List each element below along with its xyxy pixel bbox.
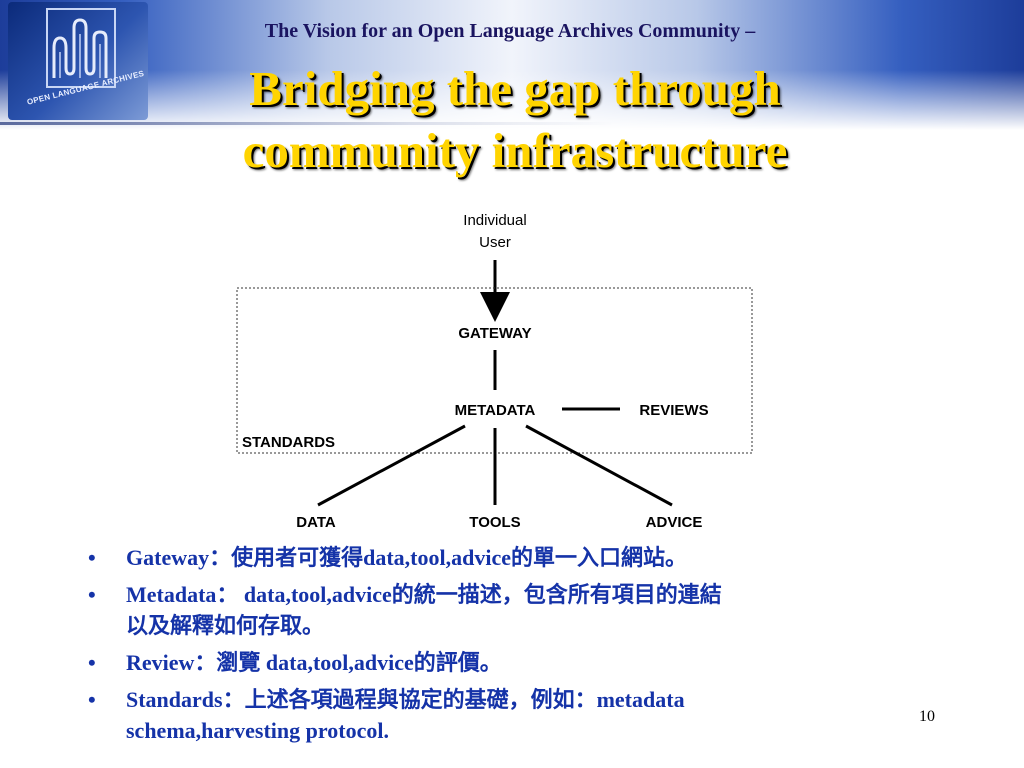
user-label-line-1: Individual (463, 212, 526, 229)
olac-logo: OPEN LANGUAGE ARCHIVES (8, 2, 148, 120)
slide-subtitle: The Vision for an Open Language Archives… (264, 20, 756, 42)
reviews-label: REVIEWS (639, 402, 708, 419)
bullet-marker: • (88, 687, 96, 712)
bullet-standards: • Standards：上述各項過程與協定的基礎，例如：metadata sch… (86, 684, 906, 746)
title-line-2: community infrastructure (242, 123, 788, 178)
bullet-list: • Gateway：使用者可獲得data,tool,advice的單一入口網站。… (86, 542, 906, 752)
bullet-text: Gateway：使用者可獲得data,tool,advice的單一入口網站。 (126, 545, 687, 570)
header-fade (0, 70, 1024, 130)
slide-title: Bridging the gap through community infra… (120, 58, 910, 182)
user-label-line-2: User (479, 234, 511, 251)
metadata-to-data-line (317, 424, 466, 507)
standards-label: STANDARDS (242, 434, 335, 451)
metadata-to-advice-line (525, 424, 673, 507)
bullet-text: Review：瀏覽 data,tool,advice的評價。 (126, 650, 502, 675)
page-number: 10 (919, 708, 935, 725)
gateway-label: GATEWAY (458, 325, 531, 342)
bullet-gateway: • Gateway：使用者可獲得data,tool,advice的單一入口網站。 (86, 542, 906, 573)
title-line-1: Bridging the gap through (249, 61, 781, 116)
bullet-metadata: • Metadata： data,tool,advice的統一描述，包含所有項目… (86, 579, 906, 641)
waveform-logo-icon (46, 8, 116, 88)
bullet-text: Standards：上述各項過程與協定的基礎，例如：metadata schem… (126, 687, 685, 743)
metadata-label: METADATA (455, 402, 536, 419)
bullet-text: Metadata： data,tool,advice的統一描述，包含所有項目的連… (126, 582, 722, 638)
advice-label: ADVICE (646, 514, 703, 531)
bullet-marker: • (88, 650, 96, 675)
tools-label: TOOLS (469, 514, 520, 531)
header-divider (0, 122, 1024, 125)
data-label: DATA (296, 514, 336, 531)
bullet-marker: • (88, 545, 96, 570)
bullet-marker: • (88, 582, 96, 607)
bullet-review: • Review：瀏覽 data,tool,advice的評價。 (86, 647, 906, 678)
